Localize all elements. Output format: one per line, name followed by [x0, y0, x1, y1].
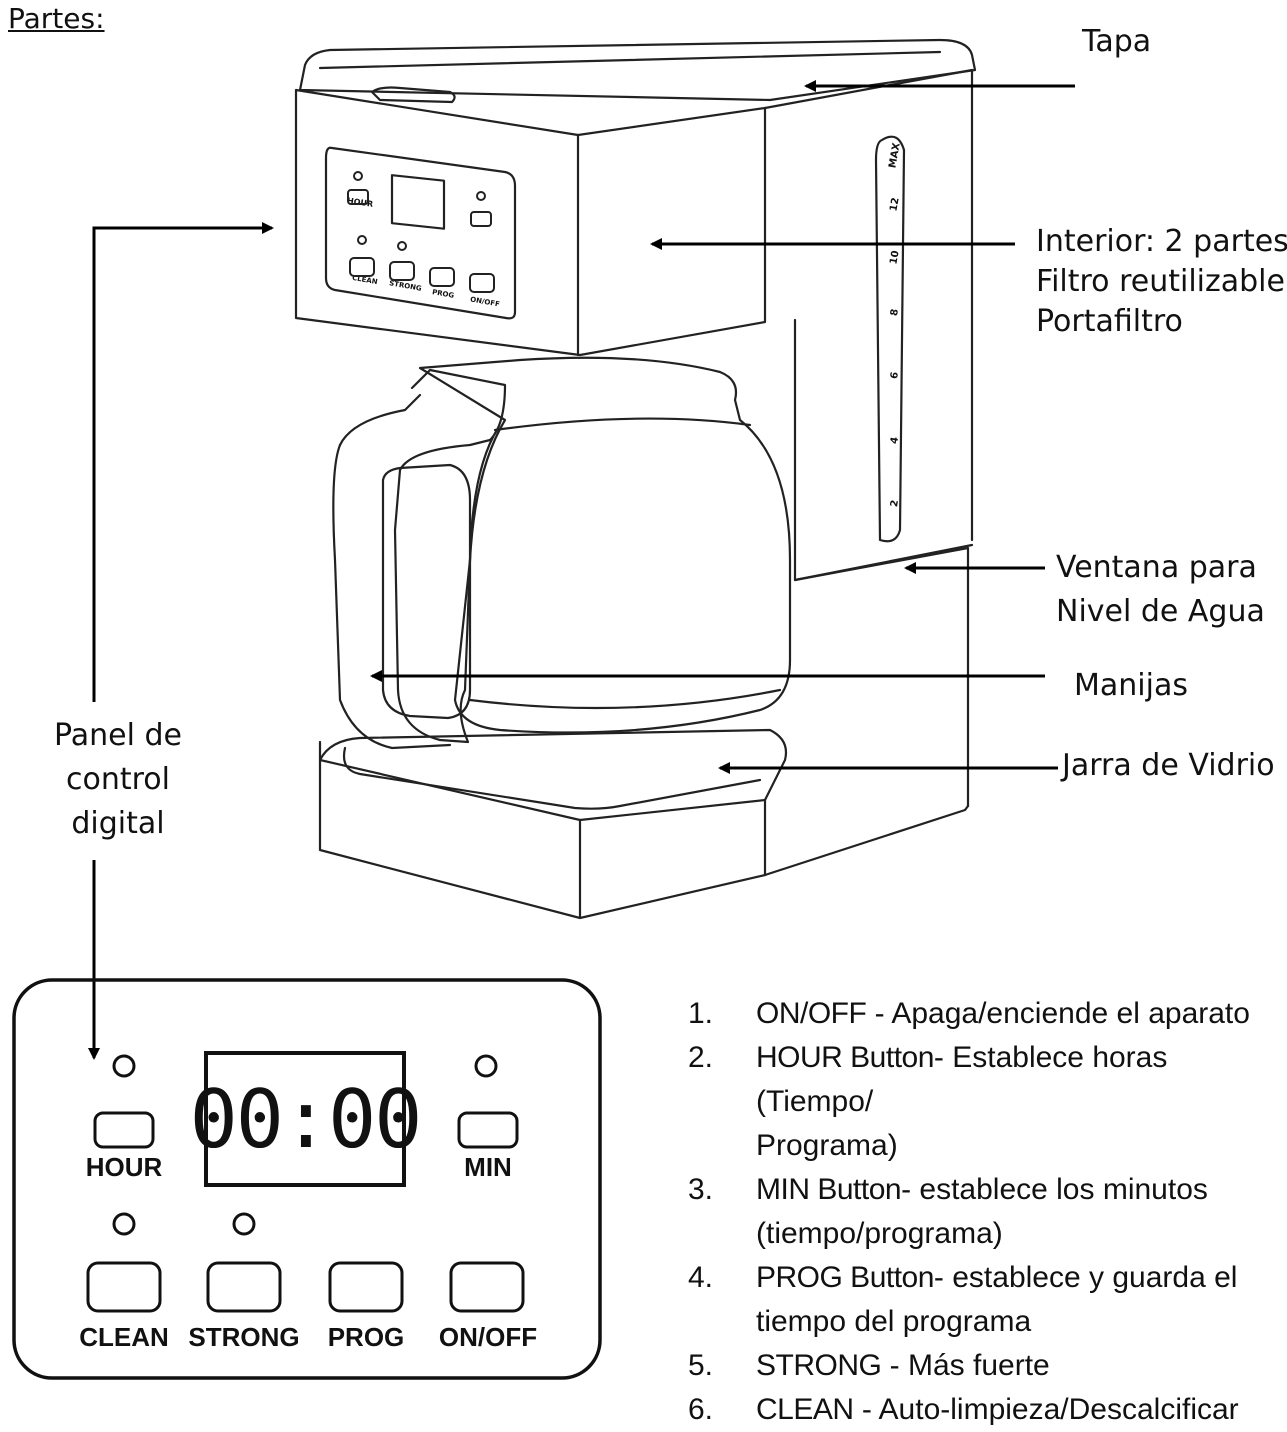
- list-desc: - Establece horas (Tiempo/: [756, 1041, 1168, 1118]
- control-panel-detail: [12, 978, 602, 1380]
- list-number: 2.: [688, 1041, 714, 1074]
- clock-display: 00:00: [189, 1072, 423, 1166]
- machine-panel-buttons: [347, 171, 495, 293]
- label-interior-3: Portafiltro: [1036, 304, 1183, 339]
- list-desc: - Apaga/enciende el aparato: [866, 997, 1250, 1030]
- list-number: 6.: [688, 1393, 714, 1426]
- coffee-maker-diagram: [88, 38, 1075, 1060]
- list-number: 5.: [688, 1349, 714, 1382]
- label-panel-1: Panel de: [54, 718, 182, 753]
- list-desc-cont: Programa): [756, 1129, 898, 1162]
- list-term: MIN Button: [756, 1173, 902, 1206]
- list-term: STRONG: [756, 1349, 882, 1382]
- label-ventana-2: Nivel de Agua: [1056, 594, 1265, 629]
- list-term: HOUR Button: [756, 1041, 934, 1074]
- list-number: 4.: [688, 1261, 714, 1294]
- list-item: 1. ON/OFF - Apaga/enciende el aparato: [688, 992, 1287, 1036]
- min-label: MIN: [464, 1152, 512, 1182]
- label-tapa: Tapa: [1082, 24, 1152, 59]
- list-term: CLEAN: [756, 1393, 854, 1426]
- list-item: 5. STRONG - Más fuerte: [688, 1344, 1287, 1388]
- list-number: 3.: [688, 1173, 714, 1206]
- list-item: 4. PROG Button- establece y guarda el tie…: [688, 1256, 1287, 1344]
- hour-label: HOUR: [85, 1152, 163, 1182]
- list-item: 3. MIN Button- establece los minutos (tie…: [688, 1168, 1287, 1256]
- machine-control-panel: [324, 146, 517, 320]
- lid: [298, 38, 977, 102]
- list-desc: - Auto-limpieza/Descalcificar: [853, 1393, 1239, 1426]
- label-jarra: Jarra de Vidrio: [1062, 748, 1275, 783]
- label-interior-1: Interior: 2 partes: [1036, 224, 1287, 259]
- strong-label: STRONG: [188, 1322, 300, 1352]
- carafe-handle: [393, 368, 507, 744]
- label-panel-2: control: [66, 762, 170, 797]
- list-desc: - Más fuerte: [881, 1349, 1050, 1382]
- label-manijas: Manijas: [1074, 668, 1188, 703]
- label-ventana-1: Ventana para: [1056, 550, 1257, 585]
- clean-label: CLEAN: [79, 1322, 169, 1352]
- list-desc-cont: tiempo del programa: [756, 1305, 1032, 1338]
- label-panel-3: digital: [71, 806, 165, 841]
- list-desc: - establece los minutos: [901, 1173, 1208, 1206]
- onoff-label: ON/OFF: [438, 1322, 538, 1352]
- label-interior-2: Filtro reutilizable: [1036, 264, 1285, 299]
- water-level-window: [874, 135, 906, 543]
- list-desc-cont: (tiempo/programa): [756, 1217, 1003, 1250]
- page-title: Partes:: [8, 2, 105, 35]
- button-description-list: 1. ON/OFF - Apaga/enciende el aparato 2.…: [688, 992, 1287, 1432]
- list-term: ON/OFF: [756, 997, 867, 1030]
- list-item: 2. HOUR Button- Establece horas (Tiempo/…: [688, 1036, 1287, 1168]
- list-term: PROG Button: [756, 1261, 934, 1294]
- arrow-panel-top: [92, 222, 274, 702]
- glass-carafe: [418, 356, 792, 734]
- list-desc: - establece y guarda el: [933, 1261, 1238, 1294]
- list-number: 1.: [688, 997, 714, 1030]
- list-item: 6. CLEAN - Auto-limpieza/Descalcificar: [688, 1388, 1287, 1432]
- prog-label: PROG: [327, 1322, 405, 1352]
